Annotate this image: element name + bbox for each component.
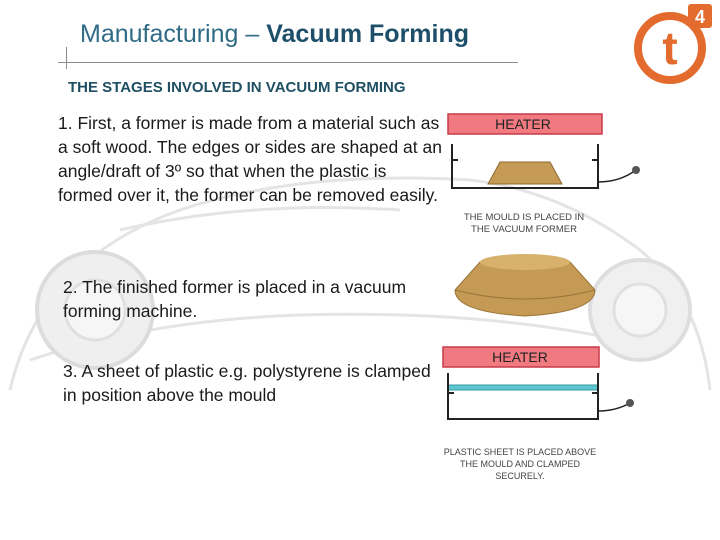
- heater-label: HEATER: [492, 349, 548, 365]
- title-divider-mark: [66, 47, 67, 69]
- logo-superscript: 4: [695, 7, 705, 27]
- diagram-3-caption-line1: PLASTIC SHEET IS PLACED ABOVE: [444, 447, 596, 457]
- slide-subtitle: THE STAGES INVOLVED IN VACUUM FORMING: [68, 79, 406, 96]
- title-prefix: Manufacturing –: [80, 20, 267, 48]
- heater-label: HEATER: [495, 116, 551, 132]
- diagram-3-caption-line3: SECURELY.: [495, 471, 544, 481]
- vacuum-former-mould-diagram: HEATER THE MOULD IS PLACED IN THE VACUUM…: [447, 113, 640, 235]
- step-3-text: 3. A sheet of plastic e.g. polystyrene i…: [63, 361, 431, 405]
- logo-letter: t: [662, 22, 677, 74]
- slide-title: Manufacturing – Vacuum Forming: [80, 20, 469, 49]
- diagram-3-caption-line2: THE MOULD AND CLAMPED: [460, 459, 581, 469]
- title-bold: Vacuum Forming: [266, 20, 470, 48]
- title-divider: [58, 62, 518, 63]
- diagram-1-caption-line1: THE MOULD IS PLACED IN: [464, 212, 584, 223]
- step-2-text: 2. The finished former is placed in a va…: [63, 277, 407, 321]
- background-car-illustration: [8, 176, 712, 391]
- step-1-text: 1. First, a former is made from a materi…: [58, 113, 442, 205]
- diagram-1-caption-line2: THE VACUUM FORMER: [471, 224, 577, 235]
- finished-former-illustration: [454, 254, 596, 317]
- plastic-sheet-clamped-diagram: HEATER PLASTIC SHEET IS PLACED ABOVE THE…: [442, 346, 634, 481]
- t4-logo: t 4: [634, 4, 712, 84]
